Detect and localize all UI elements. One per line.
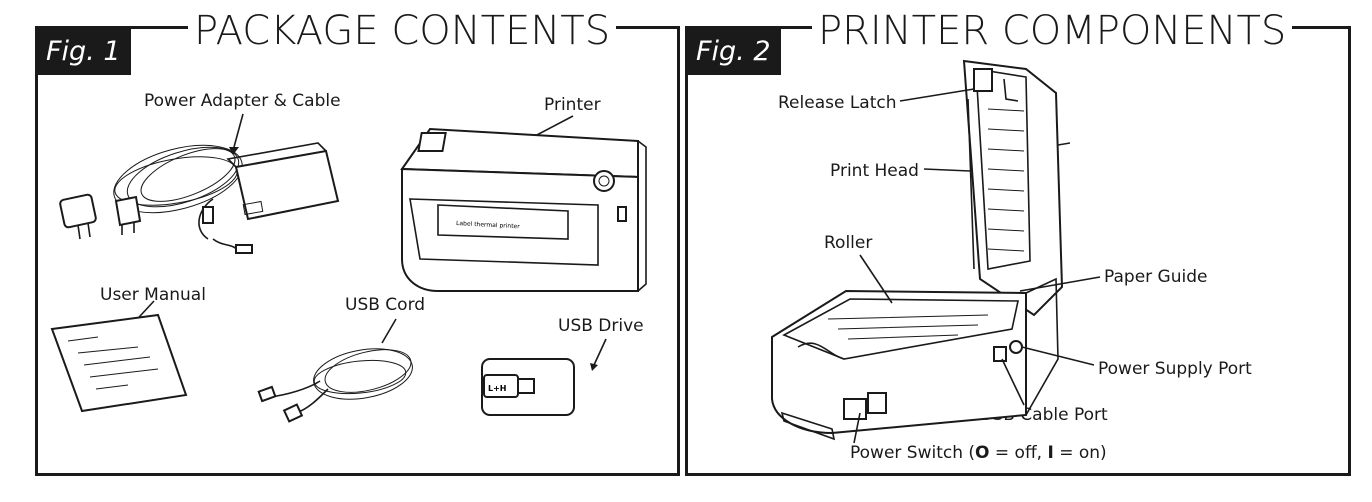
- paper-guide-leader: [1019, 276, 1101, 292]
- package-contents-title: PACKAGE CONTENTS: [188, 7, 617, 55]
- printer-base-illustration: [771, 277, 1059, 441]
- power-switch-on-symbol: I: [1047, 443, 1054, 463]
- paper-guide-label: Paper Guide: [1104, 267, 1208, 287]
- release-latch-label: Release Latch: [778, 93, 897, 113]
- printer-front-text: Label thermal printer: [456, 220, 520, 230]
- printer-components-panel: Fig. 2 PRINTER COMPONENTS Release Latch …: [685, 7, 1351, 476]
- usb-cord-label: USB Cord: [345, 295, 426, 315]
- power-switch-label: Power Switch (O = off, I = on): [850, 443, 1107, 463]
- user-manual-illustration: [50, 300, 188, 413]
- fig-2-badge: Fig. 2: [688, 29, 781, 75]
- power-switch-leader: [853, 412, 861, 444]
- usb-drive-label: USB Drive: [558, 316, 644, 336]
- power-cable-illustration: [59, 144, 243, 240]
- power-switch-prefix: Power Switch (: [850, 443, 976, 463]
- usb-cord-illustration: [257, 318, 413, 423]
- usb-drive-illustration: L+H: [481, 338, 607, 416]
- power-adapter-arrow: [233, 113, 244, 148]
- usb-cable-port-leader: [1001, 358, 1025, 406]
- power-adapter-brick-illustration: [198, 142, 340, 254]
- power-supply-port-label: Power Supply Port: [1098, 359, 1252, 379]
- printer-illustration: Label thermal printer: [400, 115, 647, 292]
- power-adapter-label: Power Adapter & Cable: [144, 91, 341, 111]
- roller-leader: [859, 254, 893, 304]
- user-manual-label: User Manual: [100, 285, 206, 305]
- component-leader-lines: [853, 88, 1101, 444]
- power-adapter-arrowhead: [229, 147, 239, 155]
- roller-label: Roller: [824, 233, 873, 253]
- open-lid-illustration: [962, 59, 1071, 317]
- usb-drive-logo: L+H: [488, 384, 507, 393]
- power-switch-off-symbol: O: [975, 443, 990, 463]
- package-contents-panel: Fig. 1 PACKAGE CONTENTS Power Adapter & …: [35, 7, 680, 476]
- print-head-label: Print Head: [830, 161, 919, 181]
- printer-components-illustration: [771, 59, 1101, 444]
- release-latch-leader: [899, 88, 975, 102]
- printer-label: Printer: [544, 95, 601, 115]
- package-contents-illustration: Label thermal printer: [50, 113, 647, 423]
- printer-components-title: PRINTER COMPONENTS: [812, 7, 1293, 55]
- print-head-leader: [923, 168, 971, 172]
- power-switch-on-text: = on): [1053, 443, 1107, 463]
- power-switch-off-text: = off,: [989, 443, 1048, 463]
- fig-1-badge: Fig. 1: [38, 29, 131, 75]
- power-supply-port-leader: [1021, 346, 1095, 366]
